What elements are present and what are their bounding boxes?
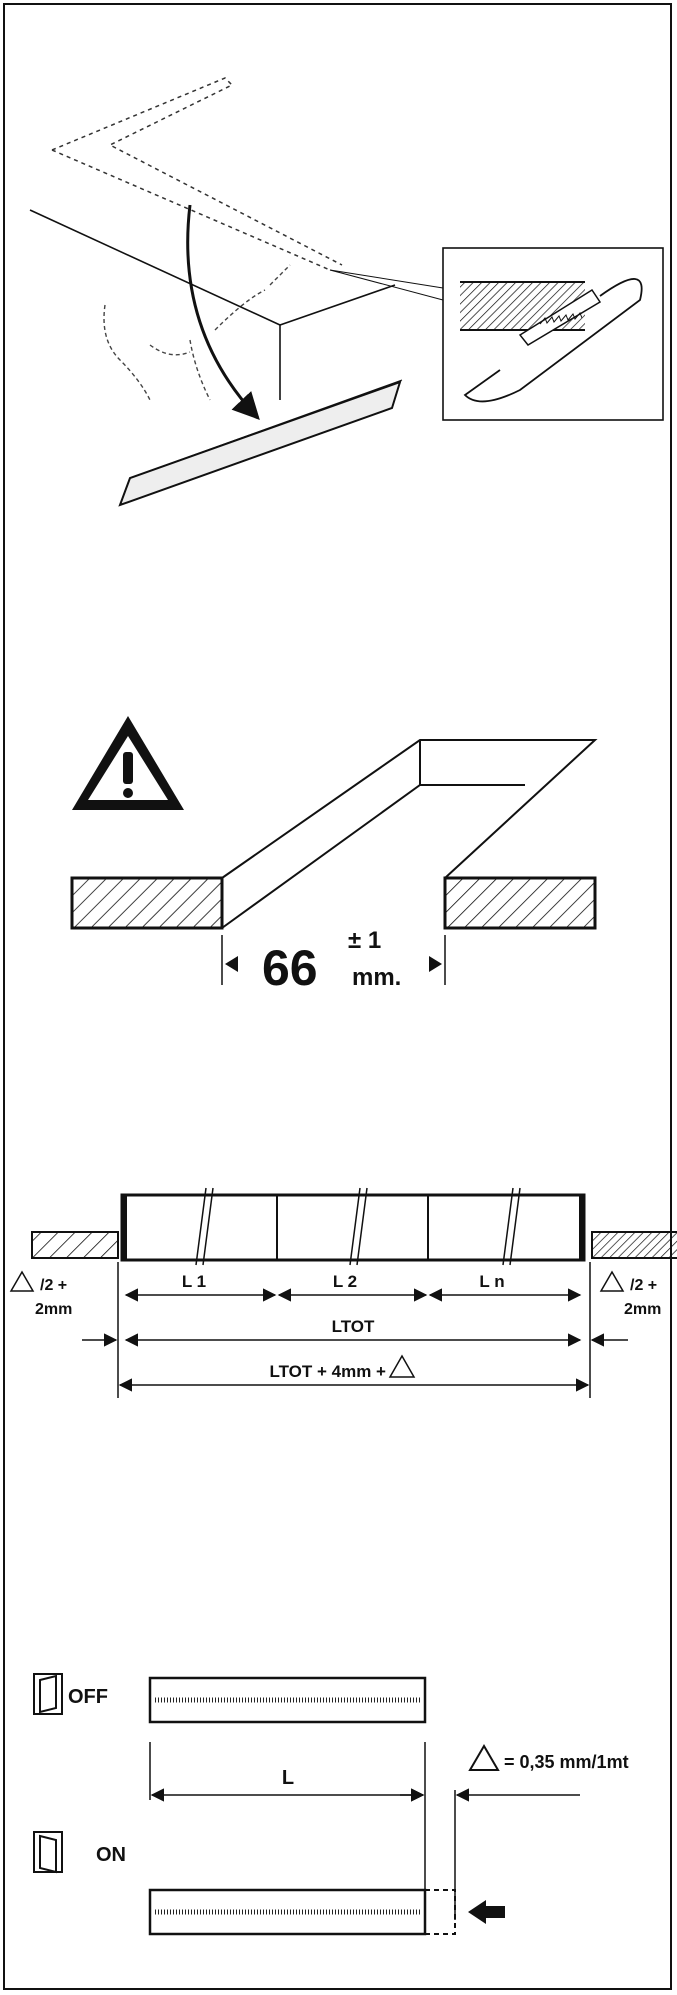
margin-left-top: /2 + bbox=[40, 1277, 67, 1294]
panel-expansion: OFF L = 0,35 mm/1mt ON bbox=[33, 1673, 629, 1936]
label-expansion: = 0,35 mm/1mt bbox=[504, 1752, 629, 1772]
delta-icon bbox=[468, 1744, 500, 1771]
label-l2: L 2 bbox=[333, 1272, 357, 1291]
label-off: OFF bbox=[68, 1686, 108, 1708]
push-arrow-icon bbox=[468, 1900, 505, 1924]
panel-segment-lengths: L 1 L 2 L n LTOT LTOT + 4mm + /2 + 2mm /… bbox=[9, 1187, 677, 1398]
margin-right-bottom: 2mm bbox=[624, 1301, 661, 1318]
worktop-right bbox=[443, 876, 597, 930]
delta-icon bbox=[9, 1270, 35, 1292]
panel-cutting-illustration bbox=[29, 77, 664, 507]
delta-icon bbox=[388, 1354, 416, 1378]
label-ltot-margin: LTOT + 4mm + bbox=[269, 1362, 386, 1381]
expansion-zone bbox=[424, 1889, 456, 1935]
delta-icon bbox=[599, 1270, 625, 1292]
label-on: ON bbox=[96, 1844, 126, 1866]
margin-right-top: /2 + bbox=[630, 1277, 657, 1294]
label-length: L bbox=[282, 1767, 294, 1789]
label-l1: L 1 bbox=[182, 1272, 206, 1291]
panel-gap-dimension: 66 ± 1 mm. bbox=[70, 716, 598, 996]
saw-detail-inset bbox=[442, 247, 664, 421]
margin-left-bottom: 2mm bbox=[35, 1301, 72, 1318]
label-ln: L n bbox=[479, 1272, 504, 1291]
dim-value: 66 bbox=[262, 940, 318, 996]
worktop-left bbox=[70, 876, 224, 930]
dim-tolerance: ± 1 bbox=[348, 927, 381, 954]
dim-unit: mm. bbox=[352, 964, 401, 991]
label-ltot: LTOT bbox=[332, 1317, 375, 1336]
page-frame bbox=[3, 3, 672, 1990]
